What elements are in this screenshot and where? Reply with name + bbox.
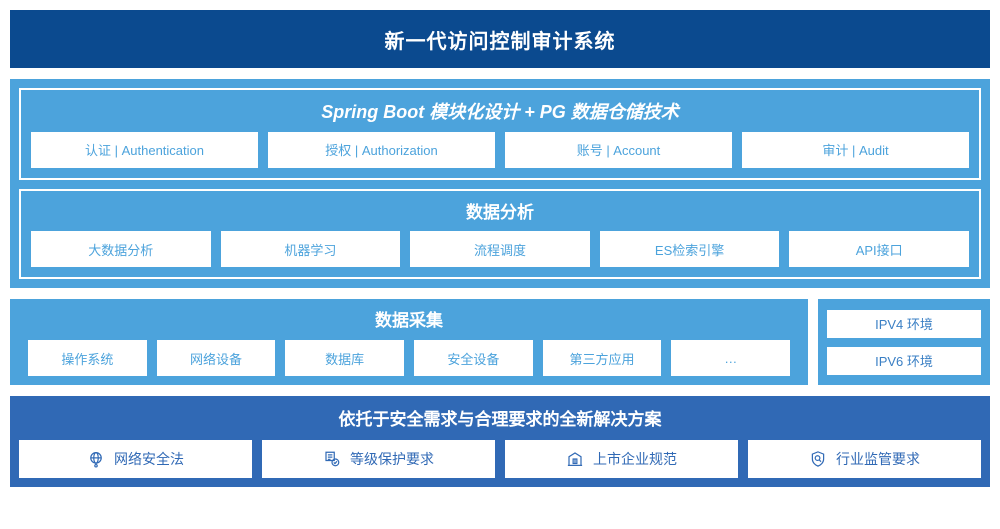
card-label: 等级保护要求 [350,450,434,467]
card-label: 网络安全法 [114,450,184,467]
ipv-environment-panel: IPV4 环境 IPV6 环境 [818,299,990,386]
card-third-party-app[interactable]: 第三方应用 [542,340,662,377]
spacer [10,385,990,396]
card-classified-protection[interactable]: 等级保护要求 [262,439,495,478]
card-process-scheduling[interactable]: 流程调度 [410,231,590,268]
card-ipv6-environment[interactable]: IPV6 环境 [827,346,981,375]
data-analysis-title: 数据分析 [466,202,534,222]
data-collection-title: 数据采集 [375,311,443,331]
card-database[interactable]: 数据库 [285,340,405,377]
architecture-panel: Spring Boot 模块化设计 + PG 数据仓储技术 认证 | Authe… [10,79,990,289]
data-analysis-section: 数据分析 大数据分析 机器学习 流程调度 ES检索引擎 API接口 [19,188,981,280]
compliance-panel: 依托于安全需求与合理要求的全新解决方案 网络安全法 [10,396,990,487]
spacer [10,288,990,299]
collection-row: 数据采集 操作系统 网络设备 数据库 安全设备 第三方应用 … IPV4 环境 … [10,299,990,386]
data-collection-section: 数据采集 操作系统 网络设备 数据库 安全设备 第三方应用 … [10,299,808,386]
data-collection-card-row: 操作系统 网络设备 数据库 安全设备 第三方应用 … [28,340,791,377]
spacer [10,68,990,79]
shield-search-icon [809,450,827,468]
data-analysis-card-row: 大数据分析 机器学习 流程调度 ES检索引擎 API接口 [31,231,969,268]
card-operating-system[interactable]: 操作系统 [28,340,147,377]
card-cybersecurity-law[interactable]: 网络安全法 [19,439,252,478]
card-industry-regulation[interactable]: 行业监管要求 [748,439,981,478]
globe-icon [87,450,105,468]
card-account[interactable]: 账号 | Account [505,131,732,168]
card-more-ellipsis[interactable]: … [671,340,791,377]
page-title: 新一代访问控制审计系统 [10,10,990,68]
card-big-data-analysis[interactable]: 大数据分析 [31,231,211,268]
card-authentication[interactable]: 认证 | Authentication [31,131,258,168]
card-listed-enterprise-standard[interactable]: 上市企业规范 [505,439,738,478]
card-api-interface[interactable]: API接口 [789,231,969,268]
document-check-icon [323,450,341,468]
spring-boot-title: Spring Boot 模块化设计 + PG 数据仓储技术 [321,102,679,122]
card-authorization[interactable]: 授权 | Authorization [268,131,495,168]
compliance-card-row: 网络安全法 等级保护要求 [19,439,981,478]
card-network-device[interactable]: 网络设备 [156,340,276,377]
spring-boot-card-row: 认证 | Authentication 授权 | Authorization 账… [31,131,969,168]
data-collection-inner: 操作系统 网络设备 数据库 安全设备 第三方应用 … [19,340,799,377]
card-label: 行业监管要求 [836,450,920,467]
card-security-device[interactable]: 安全设备 [414,340,533,377]
card-machine-learning[interactable]: 机器学习 [220,231,401,268]
card-audit[interactable]: 审计 | Audit [742,131,969,168]
card-label: 上市企业规范 [593,450,677,467]
card-ipv4-environment[interactable]: IPV4 环境 [827,309,981,338]
compliance-title: 依托于安全需求与合理要求的全新解决方案 [338,410,662,430]
bank-building-icon [566,450,584,468]
spring-boot-section: Spring Boot 模块化设计 + PG 数据仓储技术 认证 | Authe… [19,88,981,180]
card-es-search-engine[interactable]: ES检索引擎 [599,231,780,268]
